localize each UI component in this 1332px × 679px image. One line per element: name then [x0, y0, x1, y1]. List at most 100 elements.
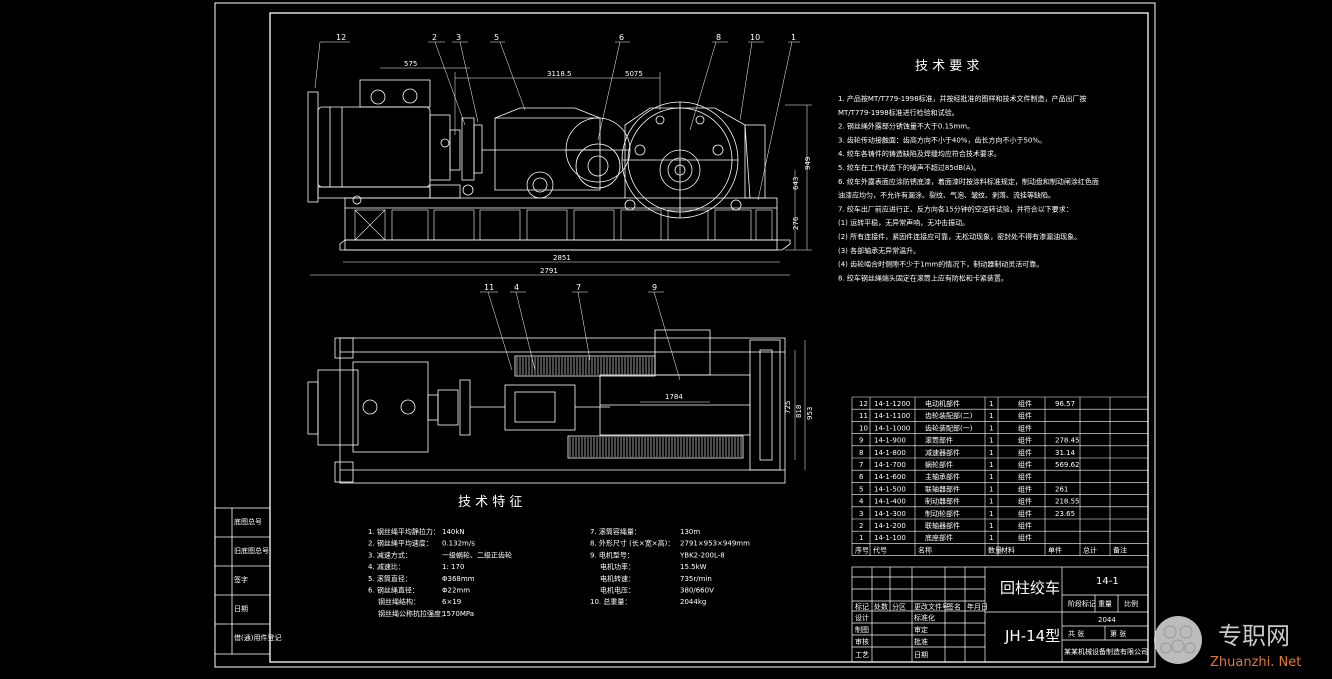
gear-teeth-lower [569, 437, 742, 457]
feature-value: 0.132m/s [442, 540, 475, 548]
part-code: 14-1-1200 [874, 400, 910, 408]
left-binding-strip [214, 507, 271, 655]
feature-key: 电机转速： [600, 574, 635, 583]
callout-2: 2 [432, 33, 437, 42]
tb-role-2: 审核 [855, 637, 869, 646]
requirement-line: 4. 绞车各铸件的铸造缺陷及焊缝均应符合技术要求。 [838, 149, 1001, 158]
weight-value: 2044 [1098, 616, 1116, 624]
part-name: 主轴承部件 [925, 472, 960, 481]
requirement-line: 1. 产品按MT/T779-1998标准，并按经批准的图样和技术文件制造，产品出… [838, 94, 1087, 103]
tech-requirements-list: 1. 产品按MT/T779-1998标准，并按经批准的图样和技术文件制造，产品出… [838, 94, 1099, 282]
part-material: 组件 [1018, 423, 1032, 432]
plan-callout-numbers: 11 4 7 9 [484, 283, 657, 292]
dim-total-length: 2791 [540, 267, 558, 275]
part-weight: 31.14 [1055, 449, 1076, 457]
callout-6: 6 [619, 33, 624, 42]
scale-label: 比例 [1124, 599, 1138, 608]
watermark-cn: 专职网 [1218, 622, 1290, 650]
part-code: 14-1-1000 [874, 424, 910, 432]
sheet-total: 共 张 [1068, 629, 1084, 638]
requirement-line: 2. 钢丝绳外露部分锈蚀量不大于0.15mm。 [838, 122, 974, 131]
part-material: 组件 [1018, 521, 1032, 530]
product-name: 回柱绞车 [1000, 579, 1060, 597]
sheet-number: 第 张 [1110, 629, 1126, 638]
product-model: JH-14型 [1004, 627, 1060, 645]
parts-header-cell: 数量 [988, 545, 1002, 554]
dim-818: 818 [795, 405, 803, 418]
part-code: 14-1-700 [874, 461, 906, 469]
parts-header-cell: 名称 [918, 545, 932, 554]
part-qty: 1 [989, 424, 993, 432]
requirement-line: (1) 运转平稳，无异常声响，无冲击振动。 [838, 218, 969, 227]
part-material: 组件 [1018, 484, 1032, 493]
tb-role-1: 制图 [855, 625, 869, 634]
dim-643: 643 [792, 177, 800, 190]
stage-label: 阶段标记 [1068, 599, 1096, 608]
callout-12: 12 [336, 33, 346, 42]
part-name: 制动轮部件 [925, 509, 960, 518]
part-weight: 569.62 [1055, 461, 1080, 469]
part-code: 14-1-400 [874, 498, 906, 506]
part-material: 组件 [1018, 533, 1032, 542]
part-weight: 261 [1055, 485, 1068, 493]
part-weight: 278.45 [1055, 437, 1080, 445]
parts-header-cell: 序号 [855, 545, 869, 554]
part-weight: 96.57 [1055, 400, 1075, 408]
requirement-line: (3) 各部轴承无异常温升。 [838, 246, 920, 255]
strip-label-5: 借(通)用件登记 [234, 633, 281, 642]
part-material: 组件 [1018, 399, 1032, 408]
part-code: 14-1-300 [874, 510, 906, 518]
tb-role2-1: 审定 [914, 625, 928, 634]
requirement-line: 7. 绞车出厂前应进行正、反方向各15分钟的空运转试验，并符合以下要求： [838, 204, 1073, 213]
feature-value: YBK2-200L-8 [679, 551, 725, 559]
part-code: 14-1-800 [874, 449, 906, 457]
part-number: 4 [859, 498, 864, 506]
gear-teeth-upper [516, 357, 653, 375]
strip-label-3: 签字 [234, 575, 248, 584]
part-name: 底座部件 [925, 533, 953, 542]
part-qty: 1 [989, 522, 993, 530]
callout-1: 1 [791, 33, 796, 42]
callout-3: 3 [456, 33, 461, 42]
dim-top: 3118.5 [547, 70, 572, 78]
company-name: 某某机械设备制造有限公司 [1064, 647, 1148, 656]
part-number: 8 [859, 449, 863, 457]
feature-value: 2044kg [680, 598, 706, 606]
part-number: 12 [859, 400, 868, 408]
part-qty: 1 [989, 498, 993, 506]
feature-key: 9. 电机型号： [590, 550, 634, 559]
part-material: 组件 [1018, 497, 1032, 506]
dim-725: 725 [784, 401, 792, 414]
part-qty: 1 [989, 485, 993, 493]
part-name: 减速器部件 [925, 448, 960, 457]
tb-row-1: 处数 [874, 602, 888, 611]
tb-row-2: 分区 [892, 602, 906, 611]
front-view-dim-text: 3118.5 2851 2791 575 5075 949 643 276 [404, 60, 812, 275]
part-code: 14-1-100 [874, 534, 906, 542]
part-qty: 1 [989, 412, 993, 420]
part-material: 组件 [1018, 411, 1032, 420]
feature-value: 2791×953×949mm [680, 540, 750, 548]
part-name: 滚筒部件 [925, 436, 953, 445]
feature-value: Φ22mm [442, 587, 470, 595]
plan-view-dim-text: 1784 953 818 725 [665, 393, 814, 420]
callout-7: 7 [576, 283, 581, 292]
title-block-text: 回柱绞车 JH-14型 14-1 阶段标记 重量 比例 2044 共 张 第 张… [855, 576, 1148, 659]
part-name: 制动器部件 [925, 497, 960, 506]
strip-label-2: 旧底图总号 [234, 546, 269, 555]
part-number: 10 [859, 424, 868, 432]
part-qty: 1 [989, 400, 993, 408]
feature-key: 1. 钢丝绳平均静拉力： [368, 527, 440, 536]
tb-role-3: 工艺 [855, 651, 869, 659]
tb-role2-0: 标准化 [914, 613, 935, 622]
plan-view [307, 329, 786, 484]
title-block [851, 566, 1149, 663]
dim-height: 949 [804, 157, 812, 170]
feature-key: 8. 外形尺寸 (长×宽×高)： [590, 539, 674, 548]
weight-label: 重量 [1098, 600, 1112, 608]
feature-key: 6. 钢丝绳直径： [368, 586, 419, 595]
parts-header-cell: 代号 [873, 545, 887, 554]
